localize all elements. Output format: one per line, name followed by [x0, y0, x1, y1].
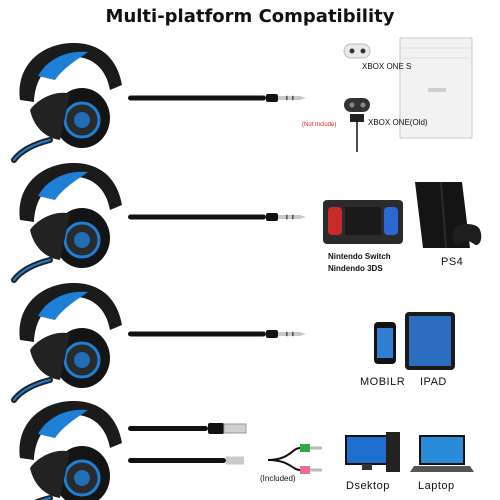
headset-image-4: [14, 401, 122, 500]
label-mobile: MOBILR: [360, 376, 406, 388]
label-xbox-one-s: XBOX ONE S: [362, 62, 412, 71]
label-not-include: (Not Include): [302, 122, 337, 128]
headset-image-1: [14, 43, 122, 160]
xbox-controller-icon: [343, 43, 371, 59]
label-xbox-one-old: XBOX ONE(Old): [368, 118, 428, 127]
label-ipad: IPAD: [420, 376, 447, 388]
splitter-adapter-icon: [267, 444, 322, 474]
label-included: (Included): [260, 474, 296, 483]
aux-cable-1: [128, 94, 306, 102]
ps4-controller-icon: [452, 224, 482, 246]
xbox-one-s-console-icon: [399, 37, 473, 139]
page-title: Multi-platform Compatibility: [105, 6, 395, 27]
nintendo-switch-icon: [323, 200, 403, 244]
aux-cable-4: [128, 456, 244, 465]
headset-image-2: [14, 163, 122, 280]
xbox-controller-old-icon: [344, 98, 370, 122]
label-nintendo-switch: Nintendo Switch: [328, 252, 391, 261]
label-laptop: Laptop: [418, 480, 455, 492]
mobile-phone-icon: [374, 322, 396, 364]
desktop-computer-icon: [345, 432, 400, 472]
aux-cable-2: [128, 213, 306, 221]
label-nintendo-3ds: Nindendo 3DS: [328, 264, 383, 273]
ipad-icon: [405, 312, 455, 370]
headset-image-3: [14, 283, 122, 400]
laptop-icon: [410, 435, 474, 472]
aux-cable-3: [128, 330, 306, 338]
label-desktop: Dsektop: [346, 480, 390, 492]
usb-cable: [128, 423, 247, 434]
label-ps4: PS4: [441, 256, 464, 268]
